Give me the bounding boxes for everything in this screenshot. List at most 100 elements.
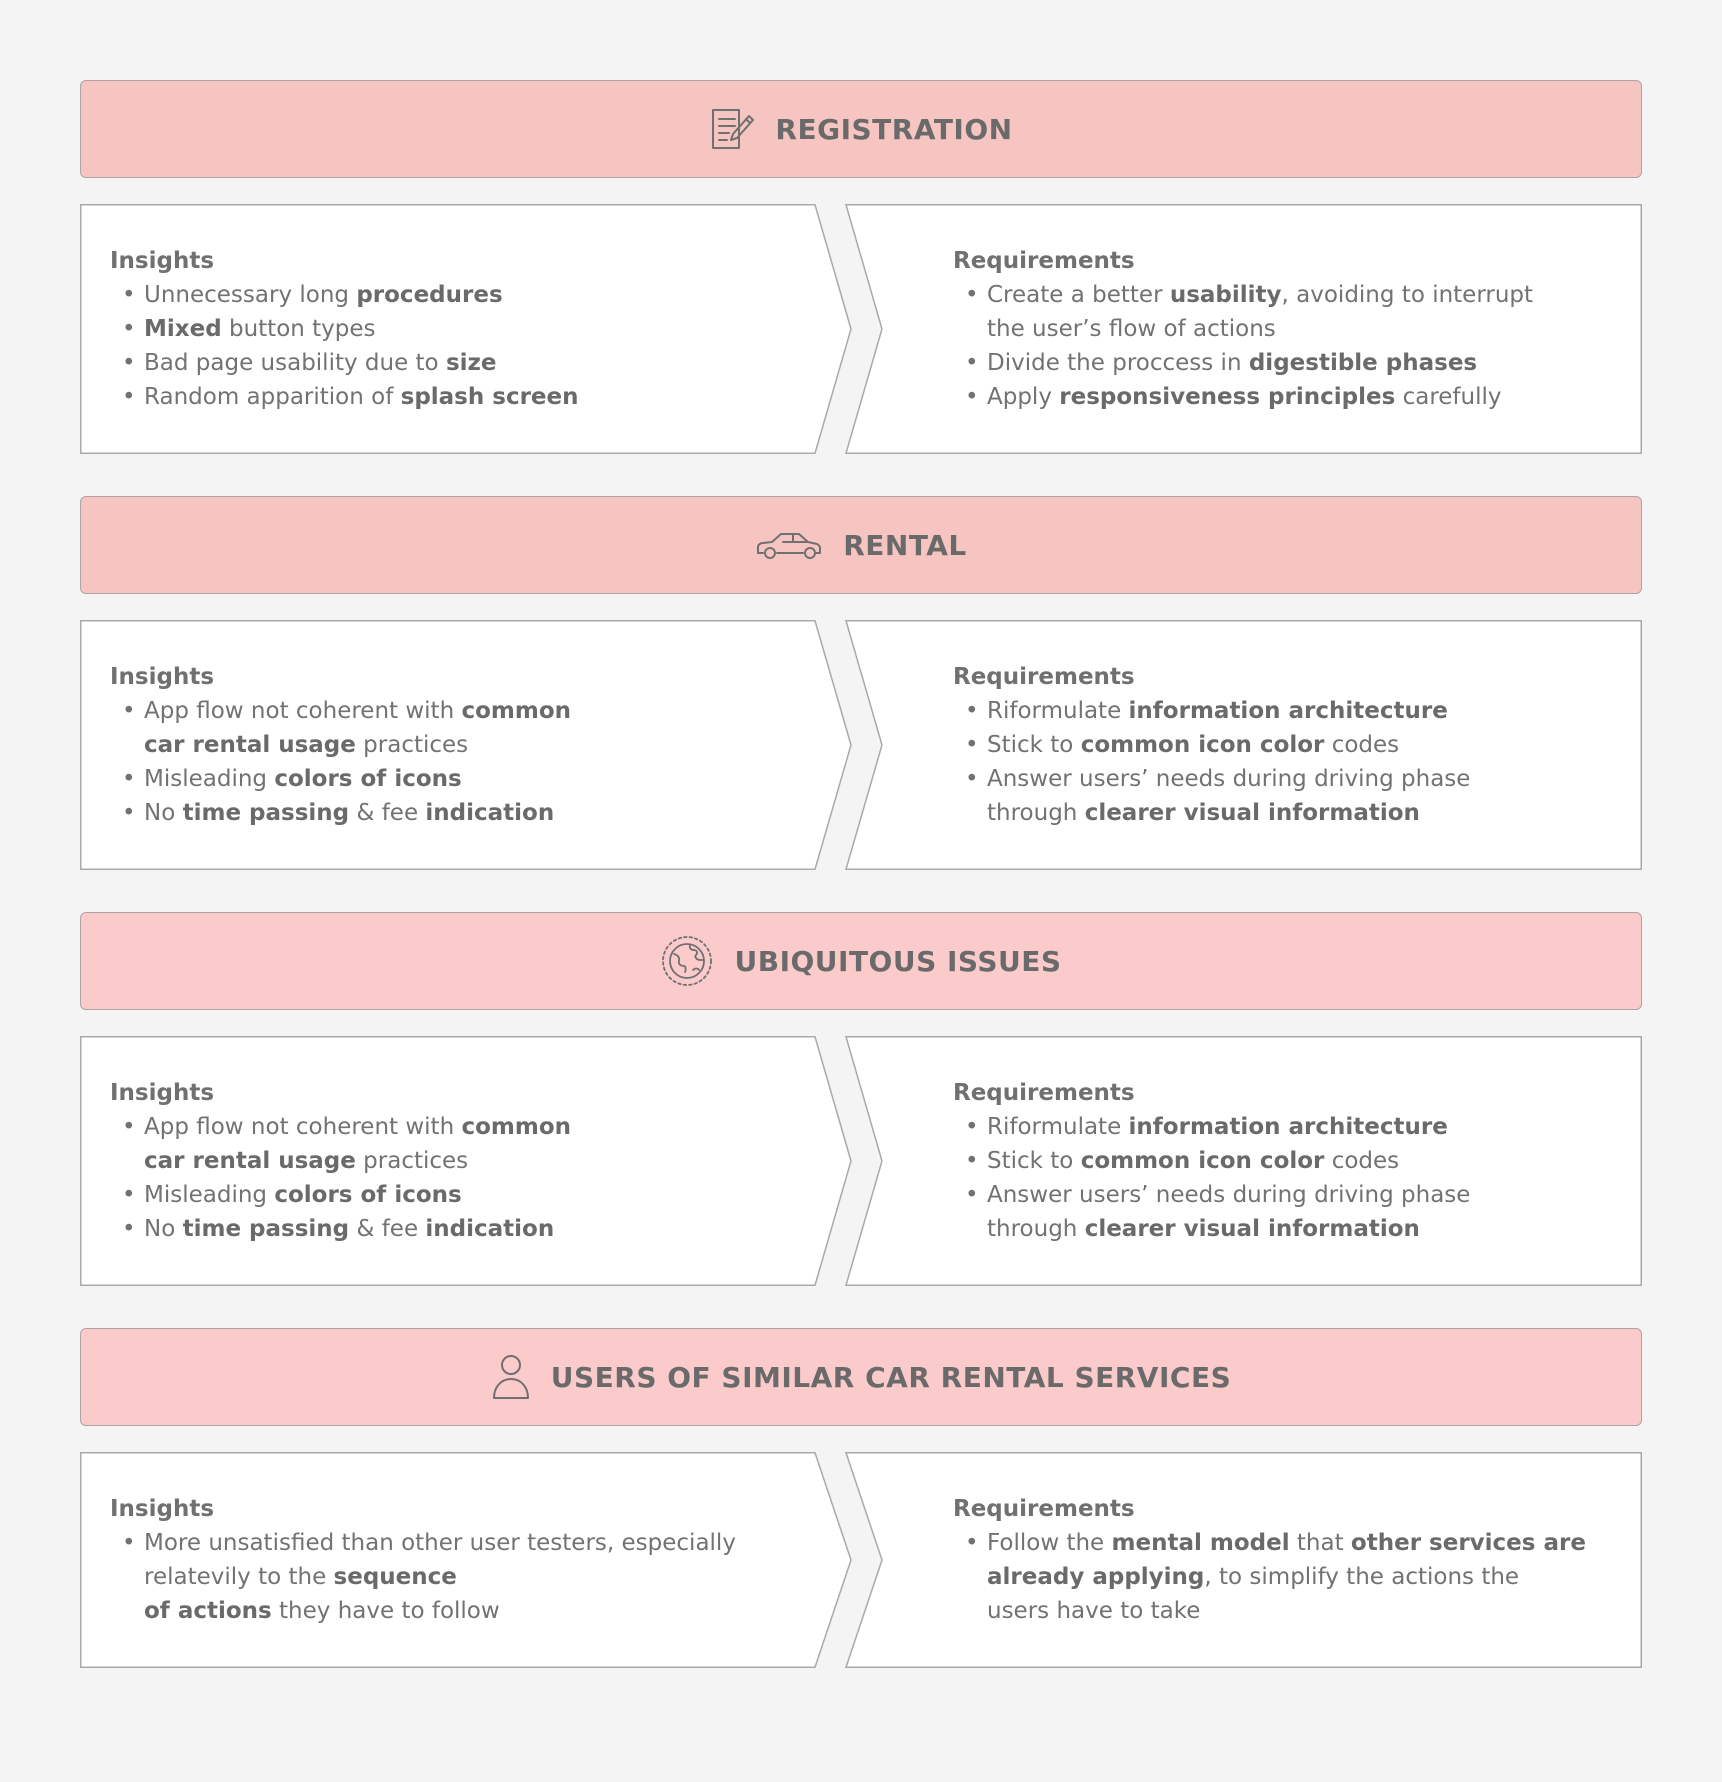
emphasized-text: common icon color bbox=[1080, 1148, 1325, 1174]
bullet-icon: • bbox=[122, 1216, 136, 1242]
emphasized-text: common bbox=[461, 1114, 572, 1140]
list-item: •Create a better usability, avoiding to … bbox=[965, 278, 1623, 346]
emphasized-text: size bbox=[445, 350, 497, 376]
emphasized-text: time passing bbox=[182, 800, 350, 826]
section-title: UBIQUITOUS ISSUES bbox=[734, 944, 1062, 978]
bullet-icon: • bbox=[122, 384, 136, 410]
emphasized-text: mental model bbox=[1111, 1530, 1290, 1556]
bullet-icon: • bbox=[122, 1530, 136, 1556]
emphasized-text: clearer visual information bbox=[1084, 1216, 1420, 1242]
section-header: USERS OF SIMILAR CAR RENTAL SERVICES bbox=[80, 1328, 1642, 1426]
document-edit-icon bbox=[709, 106, 755, 152]
requirements-heading: Requirements bbox=[953, 664, 1135, 690]
emphasized-text: car rental usage bbox=[144, 732, 356, 758]
requirements-panel bbox=[845, 204, 1642, 454]
insights-panel bbox=[80, 204, 852, 454]
section-title: REGISTRATION bbox=[775, 112, 1013, 146]
item-text: Unnecessary long bbox=[144, 282, 357, 308]
requirements-column: Requirements•Create a better usability, … bbox=[953, 204, 1623, 414]
section-users-of-similar-car-rental-services: USERS OF SIMILAR CAR RENTAL SERVICES Insi… bbox=[80, 1328, 1642, 1668]
item-text: Stick to bbox=[987, 732, 1081, 758]
requirements-panel bbox=[844, 1452, 1642, 1668]
list-item: •Divide the proccess in digestible phase… bbox=[965, 346, 1623, 380]
requirements-list: •Create a better usability, avoiding to … bbox=[953, 278, 1623, 414]
bullet-icon: • bbox=[965, 384, 979, 410]
car-icon bbox=[755, 529, 823, 561]
item-text: App flow not coherent with bbox=[144, 698, 462, 724]
item-text: Create a better bbox=[987, 282, 1170, 308]
bullet-icon: • bbox=[965, 1148, 979, 1174]
flow-arrows bbox=[80, 204, 1642, 454]
item-text: Random apparition of bbox=[144, 384, 401, 410]
emphasized-text: usability bbox=[1169, 282, 1282, 308]
item-text: the user’s flow of actions bbox=[987, 316, 1276, 342]
bullet-icon: • bbox=[965, 1182, 979, 1208]
emphasized-text: colors of icons bbox=[274, 1182, 462, 1208]
section-header: UBIQUITOUS ISSUES bbox=[80, 912, 1642, 1010]
requirements-panel bbox=[845, 620, 1642, 870]
bullet-icon: • bbox=[965, 732, 979, 758]
list-item: • Bad page usability due to size bbox=[122, 346, 790, 380]
bullet-icon: • bbox=[122, 316, 136, 342]
item-text: App flow not coherent with bbox=[144, 1114, 462, 1140]
emphasized-text: responsiveness principles bbox=[1059, 384, 1396, 410]
requirements-heading: Requirements bbox=[953, 1080, 1135, 1106]
bullet-icon: • bbox=[122, 350, 136, 376]
item-text: through bbox=[987, 1216, 1085, 1242]
list-item: •No time passing & fee indication bbox=[122, 1212, 790, 1246]
item-text: Answer users’ needs during driving phase bbox=[987, 1182, 1471, 1208]
insights-heading: Insights bbox=[110, 1080, 215, 1106]
item-text: No bbox=[144, 1216, 183, 1242]
bullet-icon: • bbox=[965, 350, 979, 376]
item-text: practices bbox=[355, 1148, 469, 1174]
insights-heading: Insights bbox=[110, 664, 215, 690]
emphasized-text: indication bbox=[425, 1216, 555, 1242]
emphasized-text: clearer visual information bbox=[1084, 800, 1420, 826]
emphasized-text: time passing bbox=[182, 1216, 350, 1242]
emphasized-text: already applying bbox=[987, 1564, 1205, 1590]
item-text: Riformulate bbox=[987, 1114, 1129, 1140]
emphasized-text: indication bbox=[425, 800, 555, 826]
item-text: carefully bbox=[1395, 384, 1502, 410]
item-text: Follow the bbox=[987, 1530, 1112, 1556]
item-text: & fee bbox=[349, 800, 426, 826]
emphasized-text: sequence bbox=[333, 1564, 457, 1590]
insights-panel bbox=[80, 1036, 852, 1286]
list-item: • Mixed button types bbox=[122, 312, 790, 346]
emphasized-text: Mixed bbox=[144, 316, 222, 342]
emphasized-text: of actions bbox=[144, 1598, 272, 1624]
insights-panel bbox=[80, 1452, 852, 1668]
bullet-icon: • bbox=[965, 1114, 979, 1140]
bullet-icon: • bbox=[122, 800, 136, 826]
insights-heading: Insights bbox=[110, 1496, 215, 1522]
bullet-icon: • bbox=[122, 1114, 136, 1140]
bullet-icon: • bbox=[965, 766, 979, 792]
section-title: RENTAL bbox=[843, 528, 967, 562]
insights-column: Insights •More unsatisfied than other use… bbox=[110, 1452, 790, 1628]
list-item: •Riformulate information architecture bbox=[965, 1110, 1623, 1144]
item-text: users have to take bbox=[987, 1598, 1201, 1624]
section-ubiquitous-issues: UBIQUITOUS ISSUES Insights • App flow not c… bbox=[80, 912, 1642, 1286]
list-item: •More unsatisfied than other user tester… bbox=[122, 1526, 790, 1628]
insights-column: Insights • App flow not coherent with comm… bbox=[110, 1036, 790, 1246]
item-text: button types bbox=[221, 316, 376, 342]
requirements-heading: Requirements bbox=[953, 1496, 1135, 1522]
bullet-icon: • bbox=[965, 1530, 979, 1556]
item-text: Misleading bbox=[144, 766, 275, 792]
insights-list: •Unnecessary long procedures•Mixed butto… bbox=[110, 278, 790, 414]
list-item: •Misleading colors of icons bbox=[122, 762, 790, 796]
emphasized-text: common bbox=[461, 698, 572, 724]
list-item: •Misleading colors of icons bbox=[122, 1178, 790, 1212]
item-text: Divide the proccess in bbox=[987, 350, 1249, 376]
insights-list: • App flow not coherent with common car re… bbox=[110, 694, 790, 830]
list-item: •Follow the mental model that other serv… bbox=[965, 1526, 1623, 1628]
list-item: • Answer users’ needs during driving phas… bbox=[965, 762, 1623, 830]
item-text: Bad page usability due to bbox=[144, 350, 446, 376]
item-text: Answer users’ needs during driving phase bbox=[987, 766, 1471, 792]
section-title: USERS OF SIMILAR CAR RENTAL SERVICES bbox=[550, 1360, 1232, 1394]
bullet-icon: • bbox=[122, 1182, 136, 1208]
